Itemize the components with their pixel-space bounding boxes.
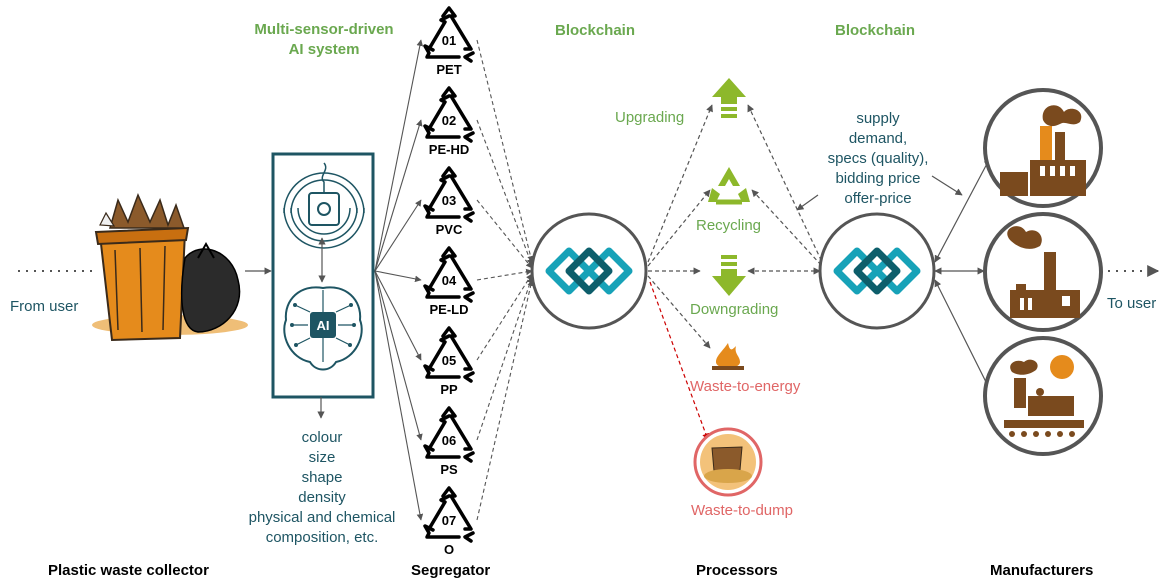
stage-manufacturers-label: Manufacturers [990, 562, 1094, 579]
blockchain-node-left [530, 212, 648, 330]
resin-code-number: 07 [442, 513, 456, 528]
to-user-label: To user [1107, 295, 1157, 312]
stage-collector-label: Plastic waste collector [48, 562, 209, 579]
ai-system-module: AI [271, 152, 375, 399]
resin-code-label: PE-LD [430, 302, 469, 317]
resin-03-to-blockchain-line [476, 199, 533, 269]
factory-1-icon [983, 88, 1103, 208]
resin-code-label: PS [440, 462, 458, 477]
ai-to-resin-06-line [374, 270, 423, 441]
resin-07-to-blockchain-line [476, 279, 534, 521]
to-recycling-arrow [647, 189, 711, 267]
to-factory-1-arrow [934, 157, 991, 263]
resin-code-label: PP [440, 382, 458, 397]
factory-3-icon [983, 336, 1103, 456]
ai-to-resin-05-line [374, 270, 422, 361]
recycling-label: Recycling [696, 217, 762, 234]
upgrading-to-blockchain-arrow [747, 104, 823, 263]
resin-code-label: PVC [436, 222, 463, 237]
blockchain-right-header: Blockchain [834, 22, 916, 39]
market-info-arrow [796, 194, 819, 211]
ai-to-resin-01-line [374, 39, 424, 272]
ai-features-list: colour size shape density physical and c… [248, 429, 396, 546]
ai-to-resin-04-line [374, 270, 422, 283]
downgrading-arrow-icon [712, 255, 746, 296]
stage-segregator-label: Segregator [411, 562, 491, 579]
waste-dump-icon [693, 427, 763, 497]
resin-code-07-icon: 07O [423, 486, 475, 557]
resin-code-number: 05 [442, 353, 456, 368]
resin-01-to-blockchain-line [476, 39, 534, 263]
factory-2-icon [983, 212, 1103, 332]
resin-code-number: 03 [442, 193, 456, 208]
recycling-to-blockchain-arrow [751, 189, 823, 267]
ai-to-resin-07-line [374, 270, 424, 521]
resin-06-to-blockchain-line [476, 276, 534, 441]
ai-to-resin-03-line [374, 199, 422, 272]
from-user-label: From user [10, 298, 79, 315]
plastic-waste-bin-icon [92, 193, 248, 342]
resin-02-to-blockchain-line [476, 119, 533, 266]
to-wte-arrow [647, 275, 711, 349]
ai-chip-label: AI [317, 318, 330, 333]
resin-code-label: O [444, 542, 454, 557]
blockchain-node-right [818, 212, 936, 330]
ai-brain-icon [283, 286, 363, 371]
upgrading-label: Upgrading [615, 109, 685, 126]
resin-code-label: PET [436, 62, 461, 77]
waste-to-dump-label: Waste-to-dump [691, 502, 793, 519]
fire-icon [712, 343, 744, 370]
stage-processors-label: Processors [696, 562, 778, 579]
market-info-label: supply demand, specs (quality), bidding … [827, 110, 929, 207]
to-factory-3-arrow [934, 279, 991, 391]
ai-to-resin-02-line [374, 119, 423, 272]
resin-code-number: 02 [442, 113, 456, 128]
waste-to-energy-label: Waste-to-energy [690, 378, 801, 395]
ai-system-header: Multi-sensor-driven AI system [254, 21, 394, 58]
upgrading-arrow-icon [712, 78, 746, 118]
downgrading-label: Downgrading [690, 301, 779, 318]
resin-to-blockchain-arrows [476, 39, 534, 521]
to-dump-arrow [649, 281, 710, 441]
resin-code-label: PE-HD [429, 142, 469, 157]
blockchain-left-header: Blockchain [554, 22, 636, 39]
recycling-symbol-icon [708, 167, 750, 205]
resin-05-to-blockchain-line [476, 273, 533, 361]
resin-code-number: 01 [442, 33, 456, 48]
resin-code-number: 04 [442, 273, 457, 288]
resin-code-number: 06 [442, 433, 456, 448]
to-upgrading-arrow [647, 104, 713, 263]
ai-to-resin-arrows [374, 39, 424, 521]
resin-04-to-blockchain-line [476, 268, 533, 281]
